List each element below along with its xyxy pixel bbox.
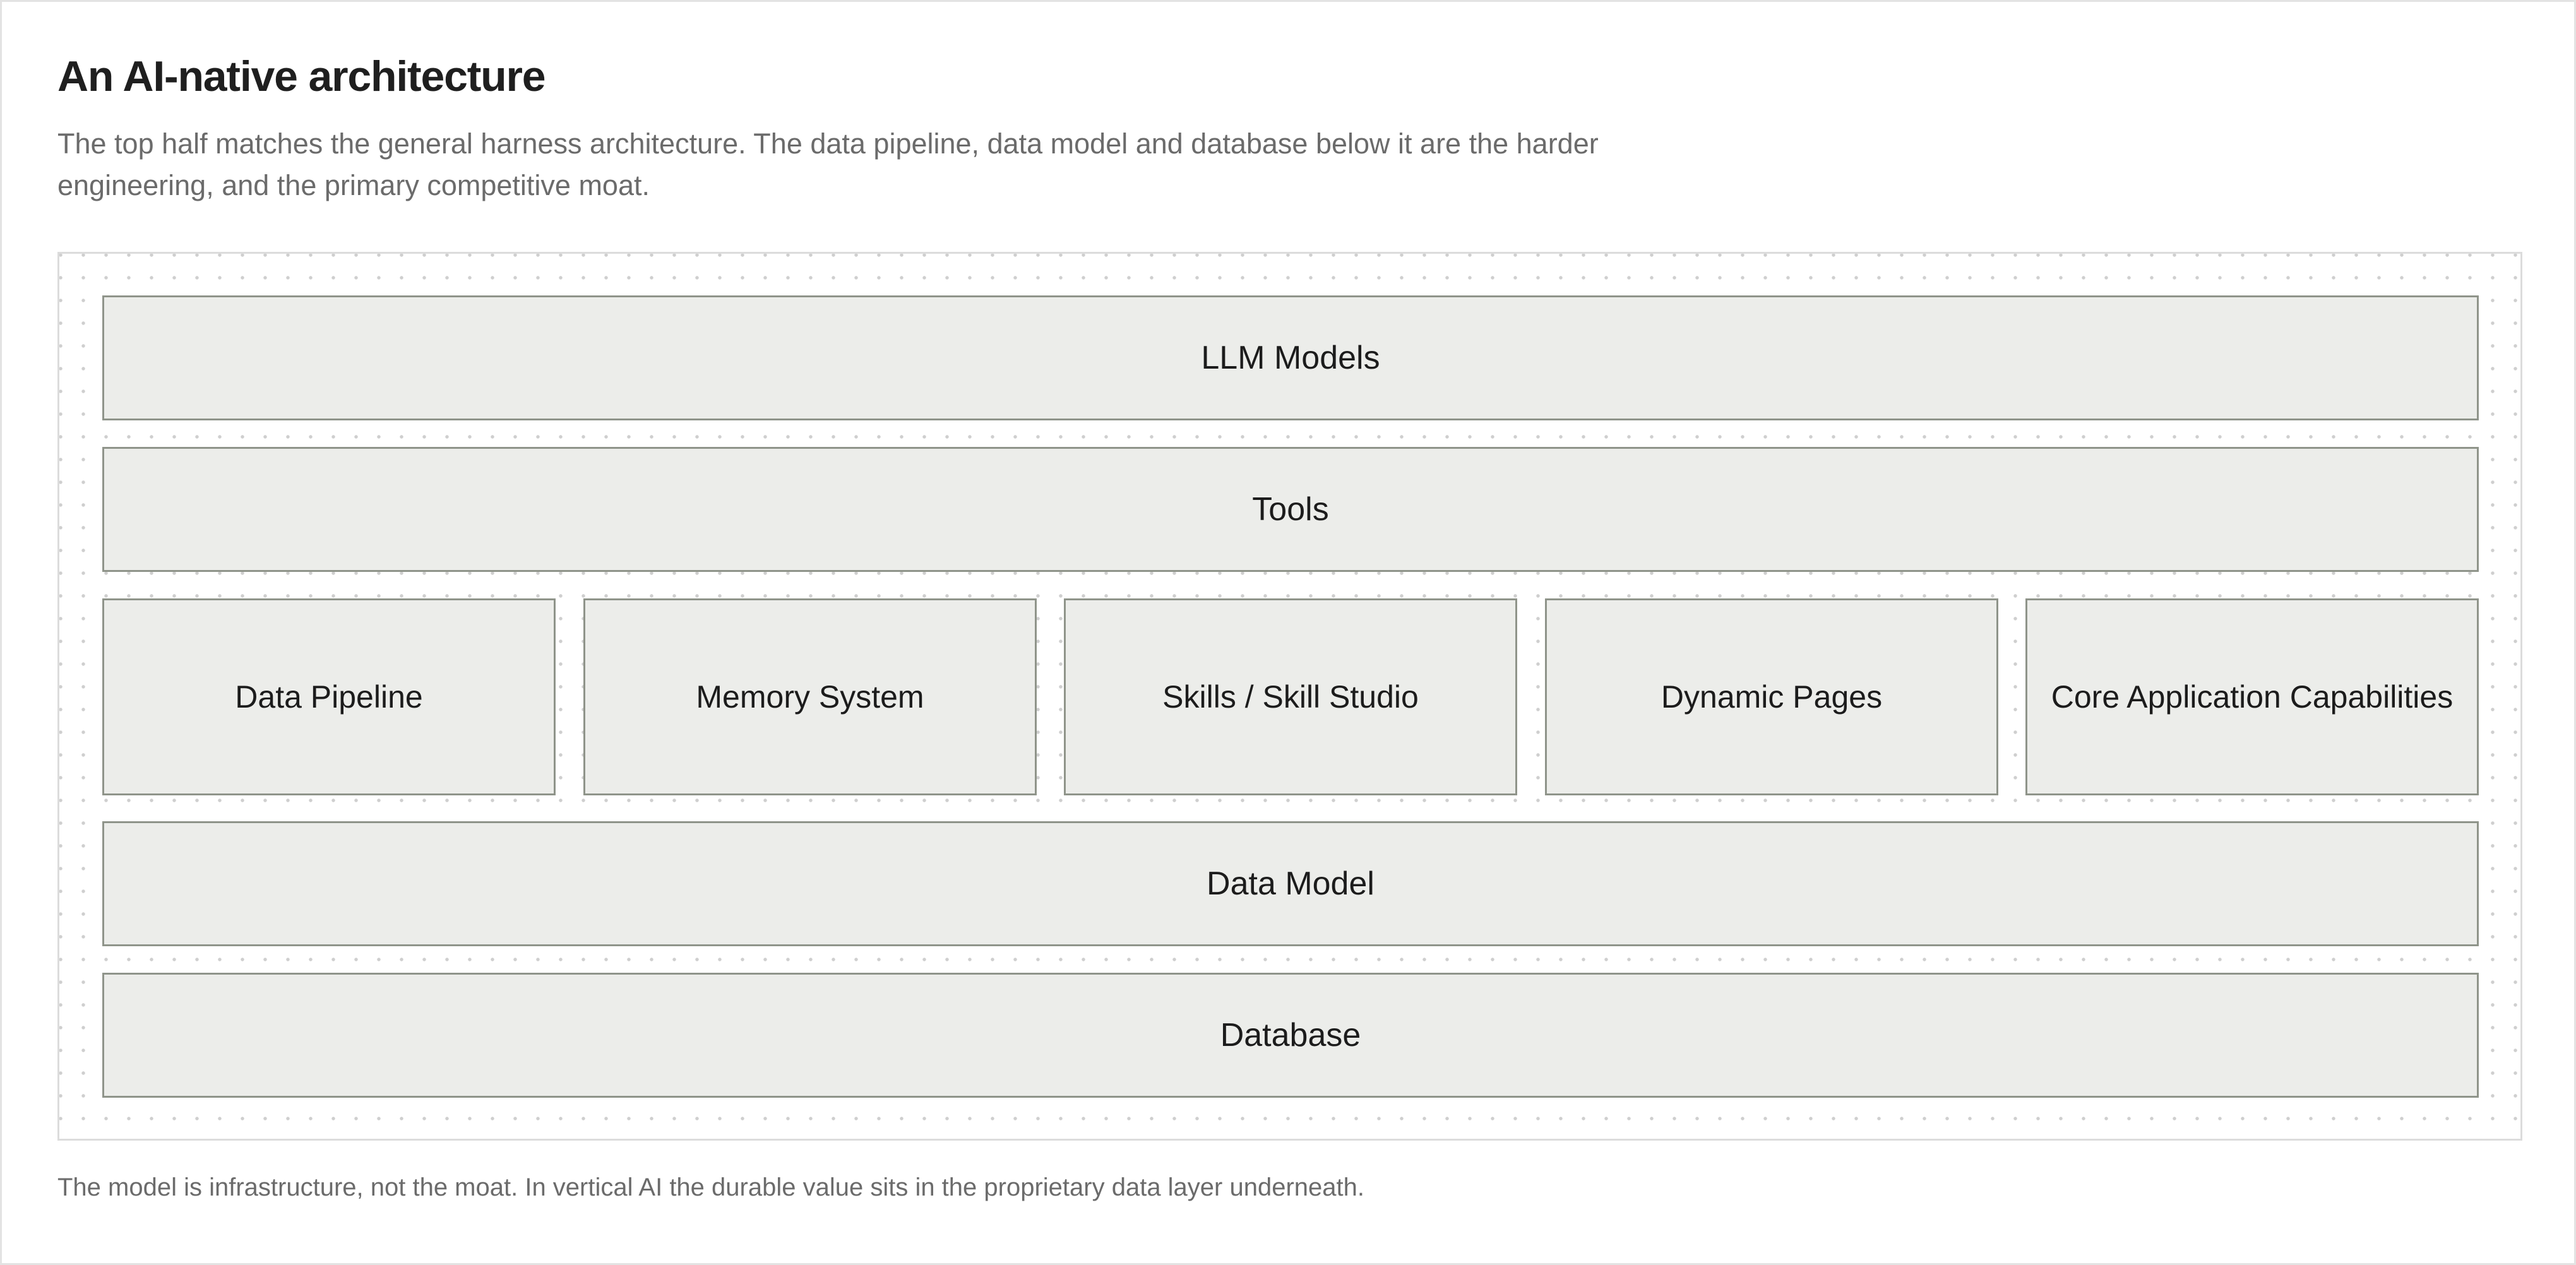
data-model-layer: Data Model <box>102 821 2479 946</box>
memory-system-box: Memory System <box>583 598 1037 795</box>
skills-studio-box: Skills / Skill Studio <box>1064 598 1517 795</box>
page-title: An AI-native architecture <box>57 52 546 100</box>
dynamic-pages-box: Dynamic Pages <box>1545 598 1998 795</box>
llm-models-layer: LLM Models <box>102 295 2479 420</box>
architecture-diagram: LLM Models Tools Data Pipeline Memory Sy… <box>57 252 2522 1141</box>
data-pipeline-box: Data Pipeline <box>102 598 556 795</box>
footer-note: The model is infrastructure, not the moa… <box>57 1173 1364 1201</box>
page-subtitle: The top half matches the general harness… <box>57 128 1599 201</box>
core-application-capabilities-box: Core Application Capabilities <box>2025 598 2479 795</box>
tools-layer: Tools <box>102 447 2479 572</box>
database-layer: Database <box>102 973 2479 1098</box>
